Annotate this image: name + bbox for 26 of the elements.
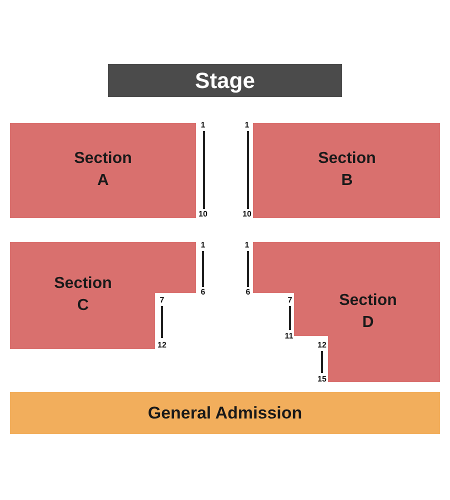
row-number: 12	[318, 340, 326, 350]
section-label: Section B	[318, 149, 376, 191]
row-number: 1	[200, 120, 206, 130]
row-number: 6	[200, 288, 206, 296]
row-number: 1	[244, 240, 250, 250]
row-number: 12	[158, 340, 166, 350]
row-number: 1	[200, 240, 206, 250]
row-number: 10	[198, 210, 208, 218]
row-number: 15	[318, 374, 326, 384]
row-number: 7	[288, 296, 292, 304]
row-number: 11	[284, 332, 294, 340]
row-number: 10	[242, 210, 252, 218]
general-admission-area	[10, 392, 440, 434]
section-label: Section D	[339, 291, 397, 333]
seating-section	[253, 123, 440, 218]
row-number: 7	[160, 296, 164, 304]
seating-section	[10, 123, 196, 218]
area-label: General Admission	[148, 402, 302, 424]
section-label: Section A	[74, 149, 132, 191]
row-number: 1	[244, 120, 250, 130]
stage-label: Stage	[195, 68, 255, 94]
seating-section	[253, 242, 440, 382]
section-label: Section C	[54, 274, 112, 316]
stage-block	[108, 64, 342, 97]
row-number: 6	[246, 288, 250, 296]
seating-section	[10, 242, 196, 349]
